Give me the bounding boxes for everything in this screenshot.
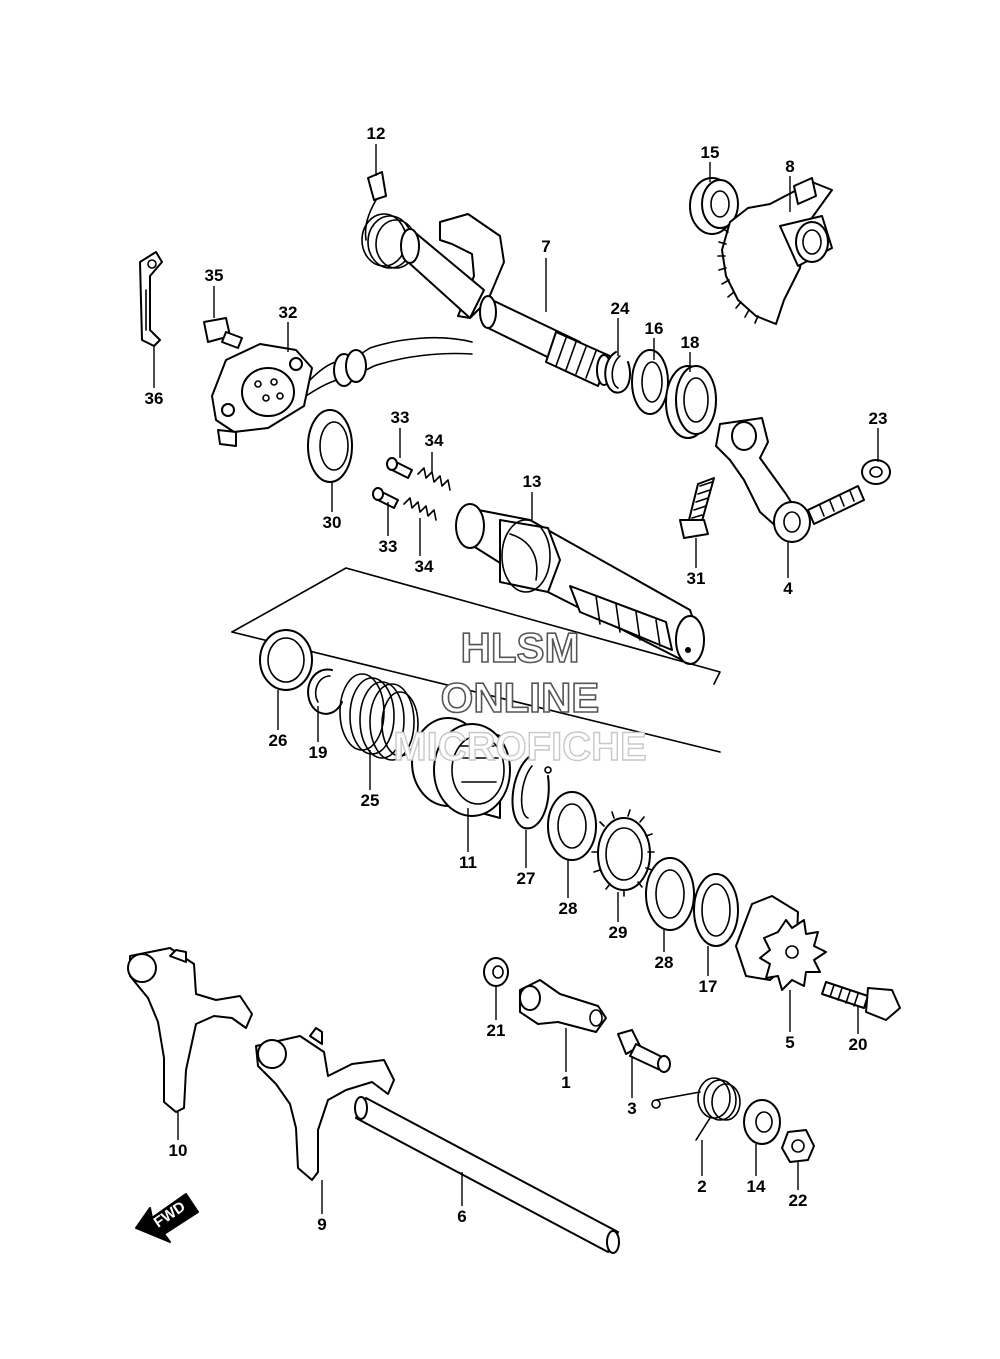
part-1-stopper-arm (519, 979, 607, 1033)
part-29-lock-washer (591, 809, 655, 897)
callout-11: 11 (459, 853, 477, 872)
part-21-washer (483, 957, 509, 987)
callout-1: 1 (561, 1073, 570, 1092)
part-7-shift-shaft (400, 213, 612, 387)
part-23-nut (861, 459, 891, 485)
callout-13: 13 (523, 472, 542, 491)
callout-36: 36 (145, 389, 164, 408)
watermark: HLSM ONLINE MICROFICHE (393, 623, 648, 770)
part-4-shift-lever (715, 417, 865, 543)
part-19-circlip (307, 668, 343, 715)
part-36-clamp (139, 251, 163, 347)
callout-23: 23 (869, 409, 888, 428)
callout-14: 14 (747, 1177, 766, 1196)
callout-17: 17 (699, 977, 718, 996)
part-20-bolt (821, 981, 901, 1021)
part-17-washer (693, 873, 739, 947)
callout-35: 35 (205, 266, 224, 285)
callout-22: 22 (789, 1191, 808, 1210)
part-10-shift-fork (127, 947, 253, 1113)
callout-32: 32 (279, 303, 298, 322)
part-27-circlip (511, 755, 552, 830)
callout-labels: 12 15 8 7 24 16 18 23 4 31 36 35 32 30 3… (145, 124, 888, 1234)
callout-21: 21 (487, 1021, 506, 1040)
part-15-collar (689, 177, 739, 235)
callout-6: 6 (457, 1207, 466, 1226)
part-33-pin-upper (386, 457, 413, 479)
callout-18: 18 (681, 333, 700, 352)
assembly-group-bracket (231, 567, 721, 753)
part-26-washer (259, 629, 313, 691)
callout-12: 12 (367, 124, 386, 143)
part-16-washer (631, 349, 669, 415)
part-22-nut (781, 1129, 815, 1163)
callout-33-lower: 33 (379, 537, 398, 556)
part-34-spring-upper (417, 467, 451, 491)
watermark-line-2: ONLINE (441, 674, 600, 721)
part-35-bolt (203, 317, 243, 349)
callout-7: 7 (541, 237, 550, 256)
callout-9: 9 (317, 1215, 326, 1234)
callout-34-lower: 34 (415, 557, 434, 576)
part-6-fork-shaft (354, 1096, 620, 1254)
part-9-shift-fork (255, 1027, 395, 1181)
fwd-arrow-icon: FWD (135, 1193, 199, 1243)
watermark-line-1: HLSM (461, 624, 580, 671)
part-25-spring (339, 673, 419, 761)
part-3-pivot-bolt (617, 1029, 671, 1073)
part-18-seal (665, 365, 717, 439)
callout-30: 30 (323, 513, 342, 532)
callout-25: 25 (361, 791, 380, 810)
part-33-pin-lower (372, 487, 399, 509)
callout-31: 31 (687, 569, 706, 588)
callout-8: 8 (785, 157, 794, 176)
part-13-gearshift-cam (455, 503, 705, 665)
callout-10: 10 (169, 1141, 188, 1160)
callout-26: 26 (269, 731, 288, 750)
callout-20: 20 (849, 1035, 868, 1054)
part-5-gearshift-cam-stopper (735, 895, 827, 991)
part-14-washer (743, 1099, 781, 1145)
callout-4: 4 (783, 579, 793, 598)
callout-34-upper: 34 (425, 431, 444, 450)
part-30-washer (307, 409, 353, 483)
part-2-return-spring (651, 1077, 741, 1141)
callout-16: 16 (645, 319, 664, 338)
callout-5: 5 (785, 1033, 794, 1052)
callout-15: 15 (701, 143, 720, 162)
callout-28-lower: 28 (655, 953, 674, 972)
callout-33-upper: 33 (391, 408, 410, 427)
part-28-washer-lower (645, 857, 695, 931)
part-24-circlip (604, 351, 632, 394)
part-34-spring-lower (403, 497, 437, 521)
callout-27: 27 (517, 869, 536, 888)
part-32-gear-position-sensor (211, 336, 473, 447)
callout-28-upper: 28 (559, 899, 578, 918)
leader-lines (153, 144, 879, 1214)
watermark-line-3: MICROFICHE (393, 725, 646, 769)
part-11-collar (411, 717, 511, 819)
callout-3: 3 (627, 1099, 636, 1118)
callout-2: 2 (697, 1177, 706, 1196)
callout-29: 29 (609, 923, 628, 942)
part-8-gearshift-arm (717, 177, 833, 325)
part-28-washer-upper (547, 791, 597, 861)
callout-24: 24 (611, 299, 630, 318)
part-31-bolt (679, 477, 715, 539)
callout-19: 19 (309, 743, 328, 762)
